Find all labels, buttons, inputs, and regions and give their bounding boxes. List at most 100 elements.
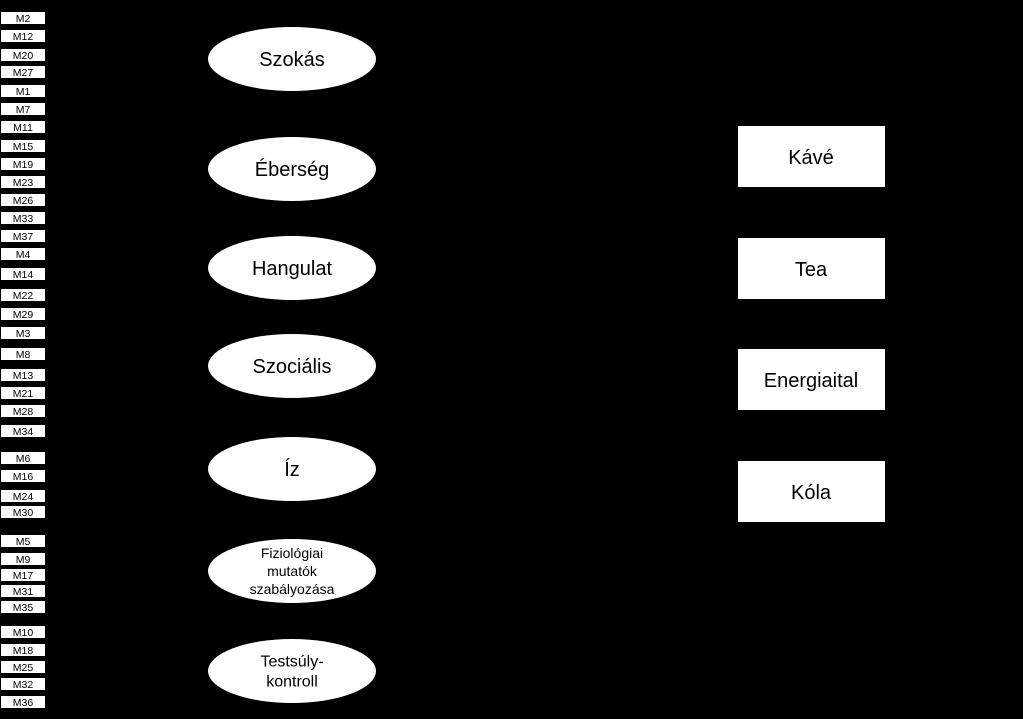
indicator-box: M21 (1, 387, 45, 400)
outcome-box: Kávé (738, 126, 885, 187)
outcome-label: Tea (795, 259, 828, 281)
indicator-box: M11 (1, 121, 45, 134)
indicator-box: M4 (1, 248, 45, 261)
indicator-box: M3 (1, 327, 45, 340)
indicator-box: M37 (1, 230, 45, 243)
indicator-label: M24 (13, 491, 34, 503)
factor-label: Szokás (259, 49, 325, 71)
indicator-box: M12 (1, 30, 45, 43)
indicator-box: M28 (1, 405, 45, 418)
factor-node: Szociális (208, 334, 376, 398)
indicator-label: M5 (16, 536, 31, 548)
indicator-label: M36 (13, 697, 34, 709)
indicator-box: M18 (1, 644, 45, 657)
indicator-label: M22 (13, 290, 34, 302)
indicator-box: M6 (1, 452, 45, 465)
indicator-column: M2M12M20M27M1M7M11M15M19M23M26M33M37M4M1… (1, 12, 45, 709)
factor-node: Szokás (208, 27, 376, 91)
indicator-box: M14 (1, 268, 45, 281)
indicator-label: M18 (13, 645, 34, 657)
indicator-box: M34 (1, 425, 45, 438)
outcome-label: Kávé (788, 147, 834, 169)
outcome-box: Kóla (738, 461, 885, 522)
indicator-box: M15 (1, 140, 45, 153)
indicator-label: M12 (13, 31, 34, 43)
indicator-box: M24 (1, 490, 45, 503)
indicator-box: M36 (1, 696, 45, 709)
indicator-box: M9 (1, 553, 45, 566)
indicator-label: M14 (13, 269, 34, 281)
indicator-label: M30 (13, 507, 34, 519)
indicator-label: M1 (16, 86, 31, 98)
indicator-label: M17 (13, 570, 34, 582)
indicator-label: M26 (13, 195, 34, 207)
factor-node: Hangulat (208, 236, 376, 300)
indicator-label: M20 (13, 50, 34, 62)
factor-column: SzokásÉberségHangulatSzociálisÍzFiziológ… (208, 27, 376, 703)
indicator-label: M34 (13, 426, 34, 438)
outcome-label: Energiaital (764, 370, 859, 392)
indicator-box: M35 (1, 601, 45, 614)
indicator-label: M27 (13, 67, 34, 79)
indicator-box: M17 (1, 569, 45, 582)
factor-label: kontroll (266, 674, 318, 691)
outcome-box: Tea (738, 238, 885, 299)
indicator-label: M2 (16, 13, 31, 25)
indicator-label: M10 (13, 627, 34, 639)
indicator-label: M19 (13, 159, 34, 171)
indicator-box: M30 (1, 506, 45, 519)
indicator-box: M1 (1, 85, 45, 98)
factor-label: Íz (284, 458, 300, 481)
indicator-label: M7 (16, 104, 31, 116)
indicator-label: M21 (13, 388, 34, 400)
indicator-label: M32 (13, 679, 34, 691)
indicator-box: M10 (1, 626, 45, 639)
indicator-label: M25 (13, 662, 34, 674)
indicator-box: M27 (1, 66, 45, 79)
indicator-box: M2 (1, 12, 45, 25)
indicator-label: M6 (16, 453, 31, 465)
indicator-box: M26 (1, 194, 45, 207)
outcome-box: Energiaital (738, 349, 885, 410)
indicator-box: M16 (1, 470, 45, 483)
indicator-label: M16 (13, 471, 34, 483)
indicator-label: M37 (13, 231, 34, 243)
factor-node: Íz (208, 437, 376, 501)
indicator-box: M25 (1, 661, 45, 674)
indicator-label: M15 (13, 141, 34, 153)
factor-label: Hangulat (252, 258, 333, 280)
factor-label: szabályozása (250, 581, 335, 597)
indicator-label: M11 (13, 122, 33, 134)
indicator-box: M8 (1, 348, 45, 361)
indicator-box: M33 (1, 212, 45, 225)
indicator-box: M7 (1, 103, 45, 116)
factor-node: Éberség (208, 137, 376, 201)
indicator-label: M3 (16, 328, 31, 340)
indicator-label: M31 (13, 586, 34, 598)
factor-label: mutatók (267, 563, 318, 579)
factor-label: Szociális (253, 356, 332, 378)
indicator-box: M31 (1, 585, 45, 598)
indicator-label: M9 (16, 554, 31, 566)
factor-node: Testsúly-kontroll (208, 639, 376, 703)
indicator-label: M28 (13, 406, 34, 418)
indicator-box: M5 (1, 535, 45, 548)
factor-label: Éberség (255, 158, 330, 181)
factor-label: Testsúly- (260, 654, 323, 671)
indicator-label: M35 (13, 602, 34, 614)
indicator-label: M23 (13, 177, 34, 189)
outcome-label: Kóla (791, 482, 832, 504)
indicator-box: M20 (1, 49, 45, 62)
indicator-box: M22 (1, 289, 45, 302)
indicator-label: M29 (13, 309, 34, 321)
indicator-box: M29 (1, 308, 45, 321)
indicator-label: M13 (13, 370, 34, 382)
indicator-label: M8 (16, 349, 31, 361)
indicator-label: M33 (13, 213, 34, 225)
indicator-box: M13 (1, 369, 45, 382)
indicator-label: M4 (16, 249, 31, 261)
indicator-box: M19 (1, 158, 45, 171)
